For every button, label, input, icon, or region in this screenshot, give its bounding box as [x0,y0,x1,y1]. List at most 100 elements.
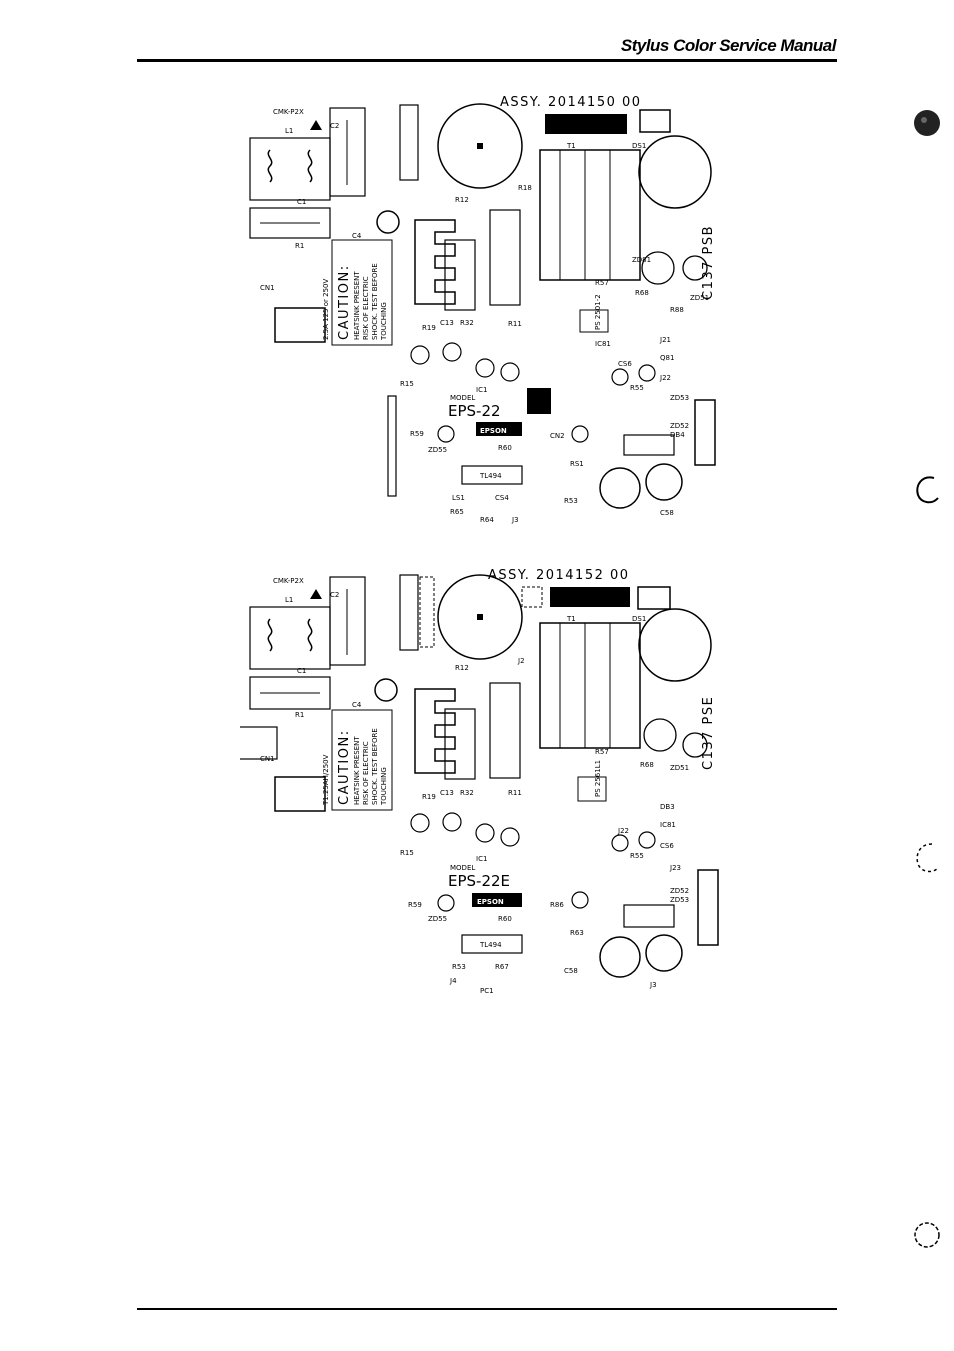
svg-text:DB4: DB4 [670,431,685,439]
component-labels: L1 C2 C4 C1 R1 R12 T1 DS1 R18 R57 ZD81 Z… [285,122,709,524]
svg-text:J23: J23 [669,864,681,872]
c1-capacitor [249,676,331,710]
svg-text:ZD51: ZD51 [670,764,689,772]
t1-transformer [539,149,641,281]
cs1-electrolytic [638,608,712,682]
board-id: C137 PSE [701,696,716,770]
svg-text:R32: R32 [460,319,474,327]
svg-text:ZD52: ZD52 [670,887,689,895]
svg-text:R19: R19 [422,793,436,801]
punch-hole-mark-3 [916,843,939,873]
svg-text:R60: R60 [498,915,512,923]
model-number: EPS-22 [448,402,501,420]
c11-electrolytic [437,574,523,660]
j-connector-strip [387,395,397,497]
caution-line-3: SHOCK. TEST BEFORE [371,728,379,805]
solid-label-block [550,587,630,607]
board-diagram-pse: ASSY. 2014152 00 CMK-P2X CAUTION: HEATSI… [240,565,720,1005]
svg-text:CS4: CS4 [495,494,509,502]
svg-text:DB3: DB3 [660,803,675,811]
svg-text:ZD53: ZD53 [670,394,689,402]
caution-line-1: HEATSINK PRESENT [353,271,361,340]
svg-text:DS1: DS1 [632,615,646,623]
page-header-title: Stylus Color Service Manual [620,36,837,55]
l1-filter [249,137,331,201]
svg-text:J3: J3 [511,516,519,524]
svg-text:R59: R59 [410,430,424,438]
warning-triangle-icon [310,120,322,130]
svg-text:R1: R1 [295,711,304,719]
brand-box [476,422,522,436]
svg-text:R67: R67 [495,963,509,971]
svg-text:CS6: CS6 [660,842,674,850]
svg-text:C13: C13 [440,319,454,327]
svg-text:R11: R11 [508,320,522,328]
ds1-connector [637,586,671,610]
warning-triangle-icon [310,589,322,599]
svg-text:R60: R60 [498,444,512,452]
header-rule [137,59,837,62]
svg-text:C1: C1 [297,667,306,675]
svg-text:R68: R68 [635,289,649,297]
c14-capacitor [489,209,521,306]
svg-text:IC1: IC1 [476,855,487,863]
svg-text:TL494: TL494 [479,941,502,949]
svg-text:R65: R65 [450,508,464,516]
svg-text:C13: C13 [440,789,454,797]
svg-text:R15: R15 [400,380,414,388]
svg-text:R57: R57 [595,748,609,756]
svg-text:IC81: IC81 [595,340,611,348]
assy-number: ASSY. 2014150 00 [500,95,642,110]
board-pse-svg: ASSY. 2014152 00 CMK-P2X CAUTION: HEATSI… [240,568,719,995]
brand-name: EPSON [480,427,507,435]
svg-text:ZD55: ZD55 [428,915,447,923]
punch-hole-mark-2 [916,476,939,504]
svg-text:R59: R59 [408,901,422,909]
svg-text:J22: J22 [617,827,629,835]
svg-text:R53: R53 [452,963,466,971]
db1-bridge [399,574,419,651]
caution-outline [331,709,393,811]
svg-text:R12: R12 [455,196,469,204]
svg-text:DS1: DS1 [632,142,646,150]
svg-text:R18: R18 [518,184,532,192]
q1-transistor [444,239,476,311]
svg-text:C58: C58 [660,509,674,517]
caution-line-2: RISK OF ELECTRIC [362,276,370,340]
svg-text:R88: R88 [670,306,684,314]
svg-text:Q81: Q81 [660,354,674,362]
svg-text:PC1: PC1 [480,987,494,995]
brand-name: EPSON [477,898,504,906]
board-psb-svg: ASSY. 2014150 00 CMK-P2X CAUTION: HEATSI… [249,95,716,524]
svg-text:R32: R32 [460,789,474,797]
svg-text:R57: R57 [595,279,609,287]
svg-text:R53: R53 [564,497,578,505]
svg-text:C4: C4 [352,232,362,240]
heatsink [414,688,456,774]
model-label: MODEL [450,864,475,872]
cs4-electrolytic [645,934,683,972]
punch-hole-mark-1 [914,110,940,136]
svg-text:C2: C2 [330,591,339,599]
db1-bridge [399,104,419,181]
cn2-connector [697,869,719,946]
pc1-optocoupler [579,309,609,333]
cn2-connector [694,399,716,466]
svg-text:R1: R1 [295,242,304,250]
svg-text:R55: R55 [630,852,644,860]
svg-text:PS 2501-2: PS 2501-2 [594,294,602,330]
svg-text:J2: J2 [517,657,525,665]
cs4-electrolytic [645,463,683,501]
svg-text:IC81: IC81 [660,821,676,829]
svg-text:LS1: LS1 [452,494,465,502]
q1-transistor [444,708,476,780]
svg-text:PS 2561L1: PS 2561L1 [594,760,602,797]
svg-text:ZD55: ZD55 [428,446,447,454]
svg-text:ZD81: ZD81 [632,256,651,264]
svg-text:C2: C2 [330,122,339,130]
c11-electrolytic [437,103,523,189]
ic51-tl494 [461,465,523,485]
cn1-connector [274,776,326,812]
model-number: EPS-22E [448,872,510,890]
component-labels: L1 C2 C4 C1 R1 R12 T1 DS1 J2 R57 R68 ZD5… [285,591,689,995]
